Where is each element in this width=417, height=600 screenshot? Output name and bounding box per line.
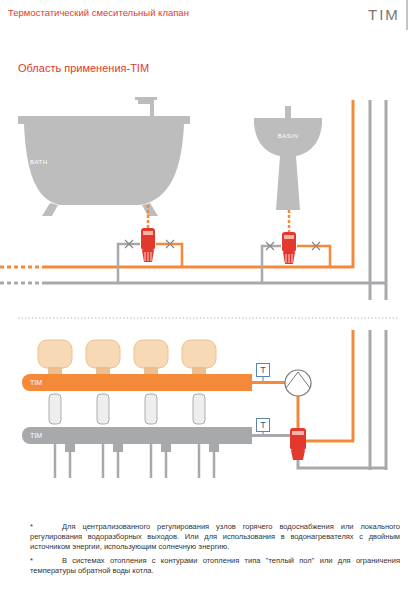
thermometer-box: T <box>256 418 270 432</box>
node-text: BATH <box>30 159 48 165</box>
footnote-mark: * <box>30 556 33 565</box>
supply-manifold: TIM <box>22 374 252 391</box>
header-text: Термостатический смесительный клапан <box>8 7 189 18</box>
footnote-text: Для централизованного регулирования узло… <box>30 522 400 552</box>
node-text: BASIN <box>278 133 299 139</box>
return-manifold: TIM <box>22 427 252 444</box>
basin-label: BASIN <box>258 120 318 152</box>
page-title: Область применения-TIM <box>18 62 149 74</box>
node-text: TIM <box>30 379 42 386</box>
thermometer-box: T <box>256 363 270 377</box>
node-text: T <box>260 420 266 430</box>
bath-label: BATH <box>22 122 180 202</box>
footnote-mark: * <box>30 522 33 531</box>
node-text: T <box>260 365 266 375</box>
footnote-text: В системах отопления с контурами отоплен… <box>30 556 400 576</box>
brand-logo: TIM <box>368 6 400 23</box>
node-text: TIM <box>30 432 42 439</box>
